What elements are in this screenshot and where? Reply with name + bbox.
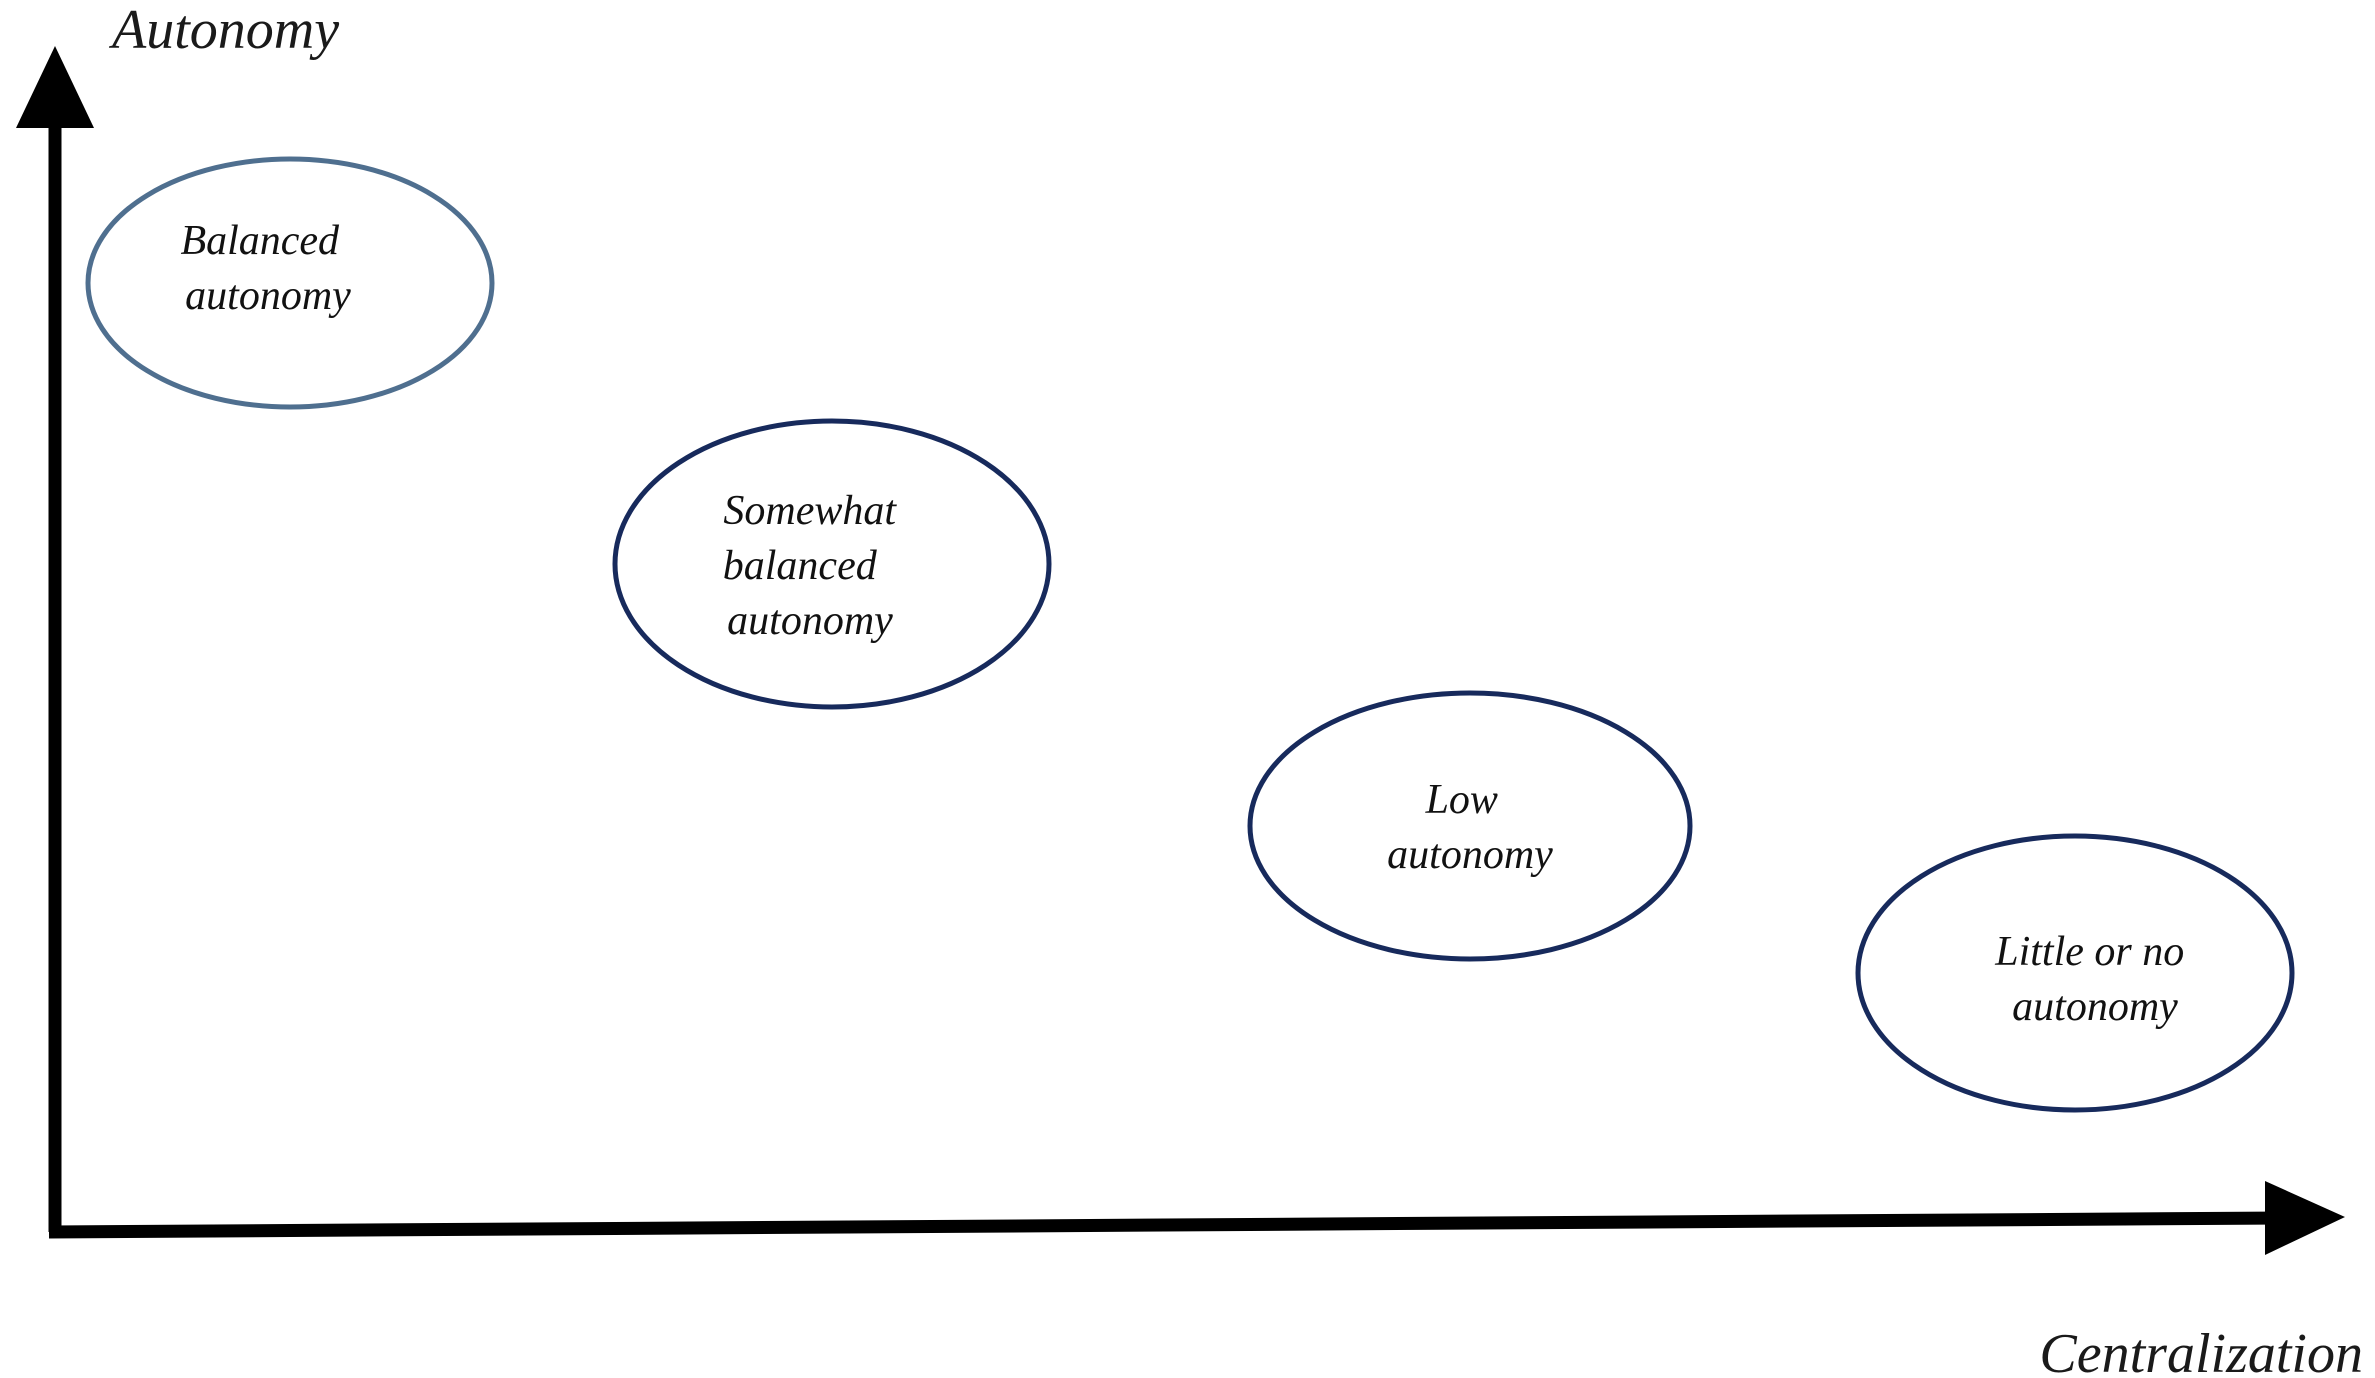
node-ellipse — [1247, 690, 1693, 962]
y-axis — [16, 46, 94, 1232]
x-axis-line — [48, 1211, 2286, 1239]
node-label-line: Little or no — [1994, 929, 2184, 975]
node-label: Somewhat balanced autonomy — [723, 488, 907, 644]
y-axis-title: Autonomy — [108, 0, 339, 61]
node-somewhat-balanced-autonomy: Somewhat balanced autonomy — [612, 418, 1052, 710]
node-label: Little or no autonomy — [1994, 929, 2195, 1030]
y-axis-arrowhead — [16, 46, 94, 128]
x-axis-arrowhead — [2265, 1181, 2345, 1255]
node-label: Low autonomy — [1387, 777, 1553, 878]
node-label-line: balanced — [723, 543, 878, 589]
node-label-line: autonomy — [727, 598, 893, 644]
x-axis-title: Centralization — [2039, 1323, 2363, 1378]
node-ellipse — [85, 156, 495, 410]
node-balanced-autonomy: Balanced autonomy — [85, 156, 495, 410]
node-label: Balanced autonomy — [180, 218, 351, 319]
x-axis — [48, 1181, 2345, 1255]
node-label-line: autonomy — [2012, 984, 2178, 1030]
node-label-line: Balanced — [180, 218, 340, 264]
node-label-line: autonomy — [185, 273, 351, 319]
node-low-autonomy: Low autonomy — [1247, 690, 1693, 962]
node-ellipse — [612, 418, 1052, 710]
node-label-line: autonomy — [1387, 832, 1553, 878]
node-label-line: Low — [1425, 777, 1498, 823]
node-label-line: Somewhat — [723, 488, 897, 534]
node-little-or-no-autonomy: Little or no autonomy — [1855, 833, 2295, 1113]
node-ellipse — [1855, 833, 2295, 1113]
